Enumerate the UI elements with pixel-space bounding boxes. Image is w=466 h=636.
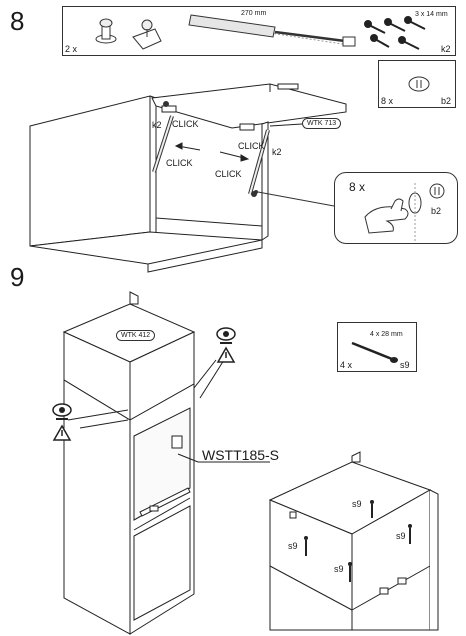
click-label-4: CLICK: [215, 169, 242, 179]
installed-strut-icon: [152, 101, 270, 197]
gas-strut-icon: [188, 14, 356, 47]
cap-qty-label: 8 x: [381, 96, 394, 106]
callout-code-label: b2: [431, 206, 442, 216]
hand-pressing-cap-icon: [364, 183, 445, 241]
bracket-icon: [289, 511, 407, 595]
parts-qty-label: 2 x: [65, 44, 78, 54]
screw-code-label-9: s9: [400, 360, 410, 370]
k2-label-right: k2: [272, 147, 282, 157]
mount-bracket-icon: [132, 19, 162, 50]
step-9-number: 9: [10, 262, 25, 292]
cap-code-label: b2: [441, 96, 452, 106]
wtk713-label: WTK 713: [302, 118, 342, 129]
mount-knob-icon: [95, 18, 117, 44]
screw-size-label: 3 x 14 mm: [415, 11, 448, 18]
k2-label-left: k2: [152, 120, 162, 130]
screw-code-label: k2: [441, 44, 451, 54]
screw-box: 4 x 28 mm 4 x s9: [337, 322, 417, 372]
screw-size-label-9: 4 x 28 mm: [370, 331, 403, 338]
parts-box: 270 mm 3 x 14 mm 2 x k2: [62, 6, 456, 56]
s9-label-c: s9: [288, 541, 298, 551]
s9-label-b: s9: [396, 531, 406, 541]
step-8-number: 8: [10, 6, 25, 36]
wtk412-label: WTK 412: [116, 330, 156, 341]
click-label-2: CLICK: [238, 141, 265, 151]
screw-qty-label-9: 4 x: [340, 360, 353, 370]
cap-insert-callout: 8 x b2: [334, 172, 458, 244]
s9-label-a: s9: [352, 499, 362, 509]
click-label-1: CLICK: [172, 119, 199, 129]
cap-drawing: [408, 76, 430, 92]
screw-icons: [364, 16, 426, 50]
cap-box: 8 x b2: [378, 60, 456, 108]
hinge-icon: [161, 83, 299, 131]
strut-length-label: 270 mm: [241, 10, 267, 17]
screw-position-icons: [305, 504, 411, 582]
callout-qty-label: 8 x: [349, 180, 366, 194]
s9-label-d: s9: [334, 564, 344, 574]
runner-icon: [139, 487, 191, 517]
long-screw-icon: [351, 341, 398, 363]
cabinet-code-label: WSTT185-S: [202, 447, 280, 463]
parts-box-drawing: [95, 14, 426, 50]
click-label-3: CLICK: [166, 158, 193, 168]
direction-arrow-icon: [174, 142, 250, 162]
